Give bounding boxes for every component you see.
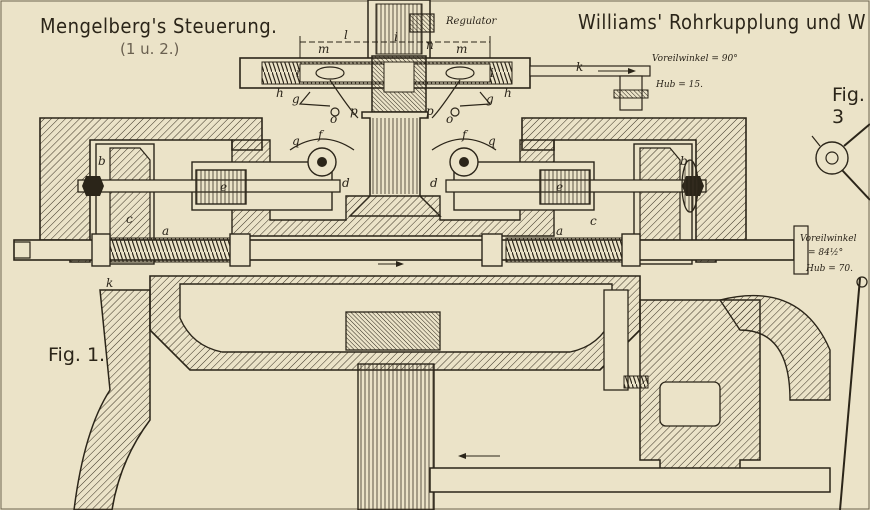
letter-b-right: b xyxy=(680,154,688,168)
letter-h-right: h xyxy=(504,86,512,100)
voreil-bottom-label: Voreilwinkel xyxy=(800,234,857,244)
letter-b-left: b xyxy=(98,154,106,168)
letter-f-left: f xyxy=(318,128,323,142)
letter-o-left: o xyxy=(330,112,338,126)
letter-i-left: i xyxy=(296,66,300,80)
letter-g-right: g xyxy=(486,92,494,106)
letter-m-left: m xyxy=(318,42,330,56)
letter-a-left: a xyxy=(162,224,170,238)
cylinder-casing xyxy=(73,275,641,510)
fig1-label: Fig. 1. xyxy=(48,344,106,366)
hub-bottom-label: Hub = 70. xyxy=(806,264,853,274)
letter-c-left: c xyxy=(126,212,133,226)
letter-k-bottom: k xyxy=(106,276,114,290)
voreil-bottom-value: = 84½° xyxy=(808,248,844,258)
title-right: Williams' Rohrkupplung und W xyxy=(578,10,867,34)
letter-i: i xyxy=(394,30,398,44)
letter-c-right: c xyxy=(590,214,597,228)
letter-a-right: a xyxy=(556,224,564,238)
letter-g-left: g xyxy=(292,92,300,106)
letter-n: n xyxy=(426,38,434,52)
letter-h-left: h xyxy=(276,86,284,100)
regulator-label: Regulator xyxy=(446,16,497,27)
central-column xyxy=(348,111,442,217)
letter-i-right: i xyxy=(490,66,494,80)
letter-d-right: d xyxy=(430,176,438,190)
letter-e-left: e xyxy=(220,180,228,194)
letter-k: k xyxy=(576,60,584,74)
hub-top-label: Hub = 15. xyxy=(656,80,703,90)
fig3-fragment xyxy=(811,123,870,510)
letter-o-right: o xyxy=(446,112,454,126)
letter-l: l xyxy=(344,28,348,42)
valve-rods xyxy=(77,159,707,213)
letter-q-left: q xyxy=(292,134,300,148)
fig3-label: Fig. 3 xyxy=(832,84,865,128)
letter-q-right: q xyxy=(488,134,496,148)
letter-f-right: f xyxy=(462,128,467,142)
letter-m-right: m xyxy=(456,42,468,56)
title-left: Mengelberg's Steuerung. xyxy=(40,14,278,38)
letter-d-left: d xyxy=(342,176,350,190)
letter-e-right: e xyxy=(556,180,564,194)
main-spindle xyxy=(13,225,809,275)
title-left-sub: (1 u. 2.) xyxy=(120,40,180,58)
right-housing xyxy=(429,294,831,493)
bell-cranks xyxy=(289,138,497,177)
regulator-assembly xyxy=(239,0,651,119)
letter-p-right: p xyxy=(426,104,434,118)
voreil-top-label: Voreilwinkel = 90° xyxy=(652,54,738,64)
letter-p-left: p xyxy=(350,104,358,118)
